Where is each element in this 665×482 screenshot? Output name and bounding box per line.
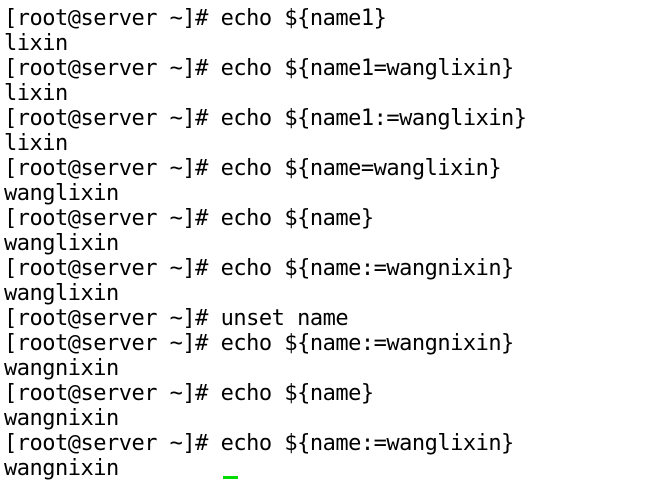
terminal-line-output: lixin [4, 131, 68, 156]
terminal-line-output: wanglixin [4, 231, 119, 256]
terminal-line-command: [root@server ~]# echo ${name1:=wanglixin… [4, 106, 527, 131]
terminal-line-output: wangnixin [4, 356, 119, 381]
terminal-line-command: [root@server ~]# echo ${name1} [4, 6, 387, 31]
terminal-line-command: [root@server ~]# unset name [4, 306, 349, 331]
terminal-line-command: [root@server ~]# echo ${name} [4, 206, 374, 231]
terminal-line-command: [root@server ~]# echo ${name} [4, 381, 374, 406]
terminal-line-command: [root@server ~]# echo ${name1=wanglixin} [4, 56, 514, 81]
terminal-body[interactable]: [root@server ~]# echo ${name1}lixin[root… [4, 6, 665, 481]
terminal-cursor [223, 476, 238, 479]
terminal-line-output: lixin [4, 31, 68, 56]
terminal-line-output: wangnixin [4, 456, 119, 481]
terminal-line-command: [root@server ~]# echo ${name:=wangnixin} [4, 256, 514, 281]
terminal-line-command: [root@server ~]# echo ${name:=wangnixin} [4, 331, 514, 356]
terminal-line-output: wanglixin [4, 181, 119, 206]
terminal-line-command: [root@server ~]# echo ${name=wanglixin} [4, 156, 502, 181]
terminal-line-output: wangnixin [4, 406, 119, 431]
terminal-line-command: [root@server ~]# echo ${name:=wanglixin} [4, 431, 514, 456]
terminal-line-output: lixin [4, 81, 68, 106]
terminal-line-output: wanglixin [4, 281, 119, 306]
